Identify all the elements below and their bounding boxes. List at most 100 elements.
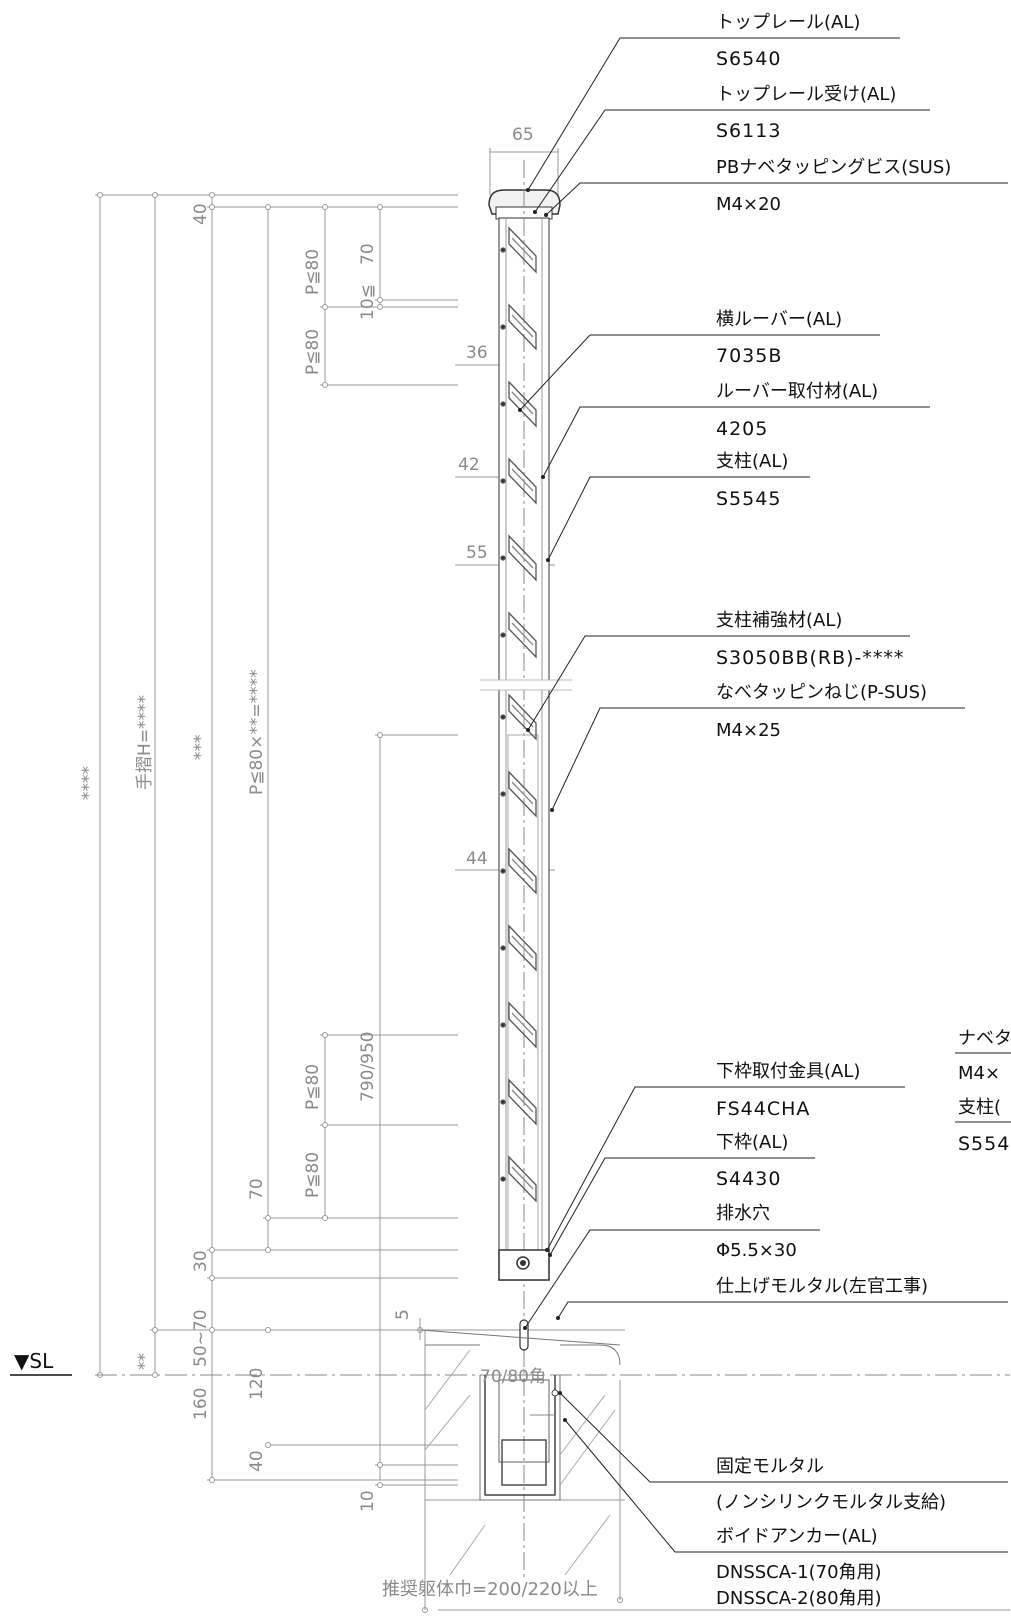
louver-screw-dot [500, 868, 506, 874]
dim-790-950: 790/950 [358, 1031, 378, 1102]
louver-slat [508, 226, 537, 274]
callout-screw-code: M4×20 [716, 194, 781, 215]
louver-slat [508, 770, 537, 818]
dim-55: 55 [466, 543, 488, 563]
dim-70-top: 70 [358, 243, 378, 265]
louver-slat-inner [511, 1089, 534, 1113]
callout-top-rail-name: トップレール(AL) [716, 12, 861, 33]
anchor-section [419, 1329, 621, 1576]
dim-four-stars: **** [79, 766, 99, 800]
sl-label: ▼SL [14, 1349, 54, 1373]
louver-slat [508, 693, 537, 741]
louver-slat-inner [511, 391, 534, 415]
callout-louver-name: 横ルーバー(AL) [716, 309, 843, 330]
dim-double-stars: ** [135, 1353, 155, 1370]
callout-void-anchor-name: ボイドアンカー(AL) [716, 1526, 878, 1547]
louver-screw-dot [500, 401, 506, 407]
callout-bottom-bracket-name: 下枠取付金具(AL) [716, 1061, 861, 1082]
dim-three-stars: *** [191, 735, 211, 761]
callout-rail-holder-name: トップレール受け(AL) [716, 84, 897, 105]
callout-bottom-frame-code: S4430 [716, 1168, 782, 1190]
callout-bottom-bracket-code: FS44CHA [716, 1098, 811, 1120]
louver-screw-dot [500, 247, 506, 253]
dim-handrail-h: 手摺H=**** [135, 695, 155, 790]
louver-slat-inner [511, 237, 534, 261]
louver-slat-inner [511, 545, 534, 569]
callout-fixing-mortar-note: (ノンシリンクモルタル支給) [716, 1492, 947, 1513]
louver-slat-inner [511, 314, 534, 338]
louver-screw-dot [500, 1099, 506, 1105]
louver-slat [508, 303, 537, 351]
louver-slat-inner [511, 1166, 534, 1190]
cut-label-1: ナベタ [958, 1028, 1011, 1049]
callout-tapping-screw-code: M4×25 [716, 720, 781, 741]
dim-44: 44 [466, 849, 488, 869]
louver-screw-dot [500, 632, 506, 638]
dim-p80-d: P≦80 [303, 1152, 323, 1198]
callout-reinforcement-code: S3050BB(RB)-**** [716, 647, 905, 669]
callout-louver-mount-name: ルーバー取付材(AL) [716, 381, 879, 402]
callout-void-anchor-code-2: DNSSCA-2(80角用) [716, 1588, 882, 1609]
louver-screw-dot [500, 478, 506, 484]
louver-screw-dot [500, 1176, 506, 1182]
callout-top-rail-code: S6540 [716, 48, 782, 70]
callout-post-name: 支柱(AL) [716, 451, 789, 472]
dimension-lines [95, 148, 1010, 1613]
louver-slat [508, 924, 537, 972]
dim-36: 36 [466, 343, 488, 363]
louver-slat [508, 534, 537, 582]
callout-post-code: S5545 [716, 488, 782, 510]
dim-p80-c: P≦80 [303, 1064, 323, 1110]
louver-slat [508, 611, 537, 659]
louver-slat-inner [511, 781, 534, 805]
louver-slat-inner [511, 935, 534, 959]
louver-slats [500, 226, 537, 1203]
dim-5: 5 [393, 1309, 413, 1320]
callout-finish-mortar-name: 仕上げモルタル(左官工事) [716, 1276, 929, 1297]
callout-drain-name: 排水穴 [716, 1203, 770, 1224]
louver-screw-dot [500, 324, 506, 330]
louver-screw-dot [500, 791, 506, 797]
louver-slat-inner [511, 858, 534, 882]
louver-slat-inner [511, 704, 534, 728]
dim-10: 10≦ [358, 284, 378, 320]
louver-screw-dot [500, 555, 506, 561]
dim-50-70: 50~70 [191, 1309, 211, 1367]
callout-bottom-frame-name: 下枠(AL) [716, 1132, 789, 1153]
callout-fixing-mortar-name: 固定モルタル [716, 1456, 824, 1477]
dim-160: 160 [191, 1388, 211, 1420]
louver-slat [508, 1078, 537, 1126]
dim-30: 30 [191, 1250, 211, 1272]
callout-screw-name: PBナベタッピングビス(SUS) [716, 157, 952, 178]
callout-louver-mount-code: 4205 [716, 418, 769, 440]
callout-reinforcement-name: 支柱補強材(AL) [716, 610, 843, 631]
leader-lines [519, 37, 1011, 1553]
louver-screw-dot [500, 945, 506, 951]
recommended-width: 推奨躯体巾=200/220以上 [382, 1579, 598, 1600]
louver-slat [508, 847, 537, 895]
bottom-frame [498, 1249, 550, 1351]
cut-label-4: S554 [958, 1133, 1011, 1155]
post-size-label: 70/80角 [480, 1367, 546, 1387]
louver-slat [508, 1001, 537, 1049]
callout-void-anchor-code-1: DNSSCA-1(70角用) [716, 1562, 882, 1583]
callout-rail-holder-code: S6113 [716, 120, 782, 142]
dim-120: 120 [247, 1368, 267, 1400]
callout-drain-code: Φ5.5×30 [716, 1240, 797, 1261]
dim-p80-long: P≦80×**=**** [247, 669, 267, 795]
louver-slat [508, 1155, 537, 1203]
callout-tapping-screw-name: なべタッピンねじ(P-SUS) [716, 682, 928, 703]
dim-p80-b: P≦80 [303, 329, 323, 375]
louver-slat-inner [511, 468, 534, 492]
dim-p80-a: P≦80 [303, 249, 323, 295]
leader-arrows [518, 188, 567, 1422]
louver-slat-inner [511, 1012, 534, 1036]
dim-40-top: 40 [191, 203, 211, 225]
dim-70-low: 70 [247, 1178, 267, 1200]
louver-screw-dot [500, 714, 506, 720]
dim-65: 65 [512, 125, 534, 145]
cut-label-3: 支柱( [958, 1097, 1002, 1118]
dim-40-low: 40 [247, 1450, 267, 1472]
louver-slat [508, 457, 537, 505]
louver-screw-dot [500, 1022, 506, 1028]
